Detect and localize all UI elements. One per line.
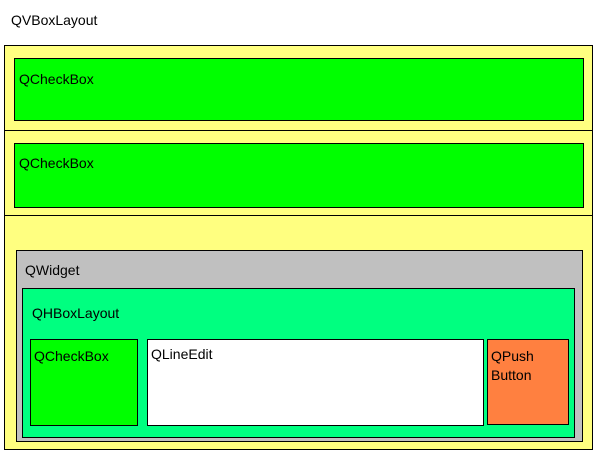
checkbox-row-1[interactable]: QCheckBox (14, 58, 584, 121)
vbox-row-divider-1 (5, 130, 592, 131)
vbox-layout-label: QVBoxLayout (11, 12, 98, 28)
hbox-checkbox[interactable]: QCheckBox (30, 339, 138, 426)
line-edit-label: QLineEdit (151, 346, 213, 362)
hbox-checkbox-label: QCheckBox (34, 348, 109, 364)
widget-label: QWidget (25, 262, 80, 278)
checkbox-row-2-label: QCheckBox (19, 155, 94, 171)
hbox-layout-label: QHBoxLayout (32, 305, 120, 321)
widget-container: QWidget QHBoxLayout QCheckBox QLineEdit … (16, 250, 583, 442)
vbox-layout: QCheckBox QCheckBox QWidget QHBoxLayout … (4, 45, 593, 450)
push-button-label: QPush Button (491, 348, 534, 383)
vbox-row-divider-2 (5, 215, 592, 216)
hbox-layout: QHBoxLayout QCheckBox QLineEdit QPush Bu… (22, 288, 575, 438)
checkbox-row-2[interactable]: QCheckBox (14, 143, 584, 208)
push-button[interactable]: QPush Button (487, 339, 569, 425)
line-edit[interactable]: QLineEdit (147, 339, 484, 426)
checkbox-row-1-label: QCheckBox (19, 71, 94, 87)
